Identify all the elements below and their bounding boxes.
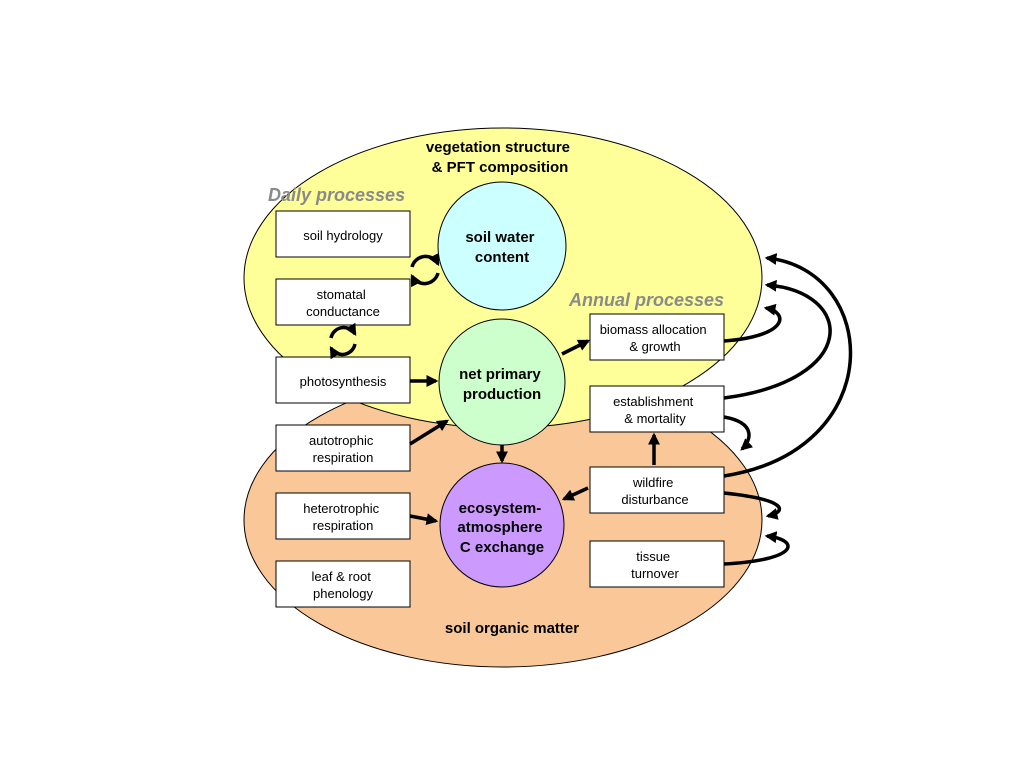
label-line: biomass allocation bbox=[600, 322, 707, 337]
net-primary-production-label: net primary production bbox=[459, 366, 545, 403]
label-line: autotrophic bbox=[309, 433, 374, 448]
box-label: photosynthesis bbox=[300, 374, 387, 389]
stomatal-photosynthesis-coupling-cycle-icon bbox=[329, 322, 357, 360]
box-label: stomatal conductance bbox=[306, 287, 380, 319]
label-line: wildfire bbox=[632, 475, 673, 490]
biomass-allocation-growth-box: biomass allocation & growth bbox=[589, 313, 725, 361]
wildfire-to-vegetation-feedback-arrow bbox=[723, 253, 853, 478]
box-label: biomass allocation & growth bbox=[600, 322, 711, 354]
label-line: phenology bbox=[313, 586, 373, 601]
label-line: & growth bbox=[629, 339, 680, 354]
label-line: heterotrophic bbox=[303, 501, 379, 516]
heterotrophic-respiration-to-exchange-arrow bbox=[409, 513, 439, 526]
soil-region-label: soil organic matter bbox=[445, 620, 579, 637]
label-line: production bbox=[463, 386, 541, 403]
box-label: soil hydrology bbox=[303, 228, 383, 243]
box-label: leaf & root phenology bbox=[312, 569, 375, 601]
label-line: C exchange bbox=[460, 539, 544, 556]
label-line: leaf & root bbox=[312, 569, 372, 584]
label-line: disturbance bbox=[621, 492, 688, 507]
tissue-turnover-box: tissue turnover bbox=[589, 540, 725, 588]
label-line: tissue bbox=[636, 549, 670, 564]
vegetation-label-line: vegetation structure bbox=[426, 139, 570, 156]
label-line: atmosphere bbox=[457, 519, 542, 536]
leaf-root-phenology-box: leaf & root phenology bbox=[275, 560, 411, 608]
label-line: ecosystem- bbox=[459, 500, 542, 517]
label-line: content bbox=[475, 249, 529, 266]
vegetation-region-label: vegetation structure & PFT composition bbox=[426, 139, 574, 176]
box-label: wildfire disturbance bbox=[621, 475, 688, 507]
establishment-to-vegetation-feedback-arrow bbox=[723, 279, 832, 400]
label-line: soil water bbox=[465, 229, 534, 246]
tissue-turnover-to-soil-feedback-arrow bbox=[723, 531, 790, 566]
wildfire-to-soil-feedback-arrow bbox=[723, 491, 782, 520]
annual-processes-heading: Annual processes bbox=[568, 290, 724, 310]
label-line: establishment bbox=[613, 394, 694, 409]
wildfire-disturbance-box: wildfire disturbance bbox=[589, 466, 725, 514]
box-label: tissue turnover bbox=[631, 549, 679, 581]
label-line: net primary bbox=[459, 366, 541, 383]
photosynthesis-box: photosynthesis bbox=[275, 356, 411, 404]
heterotrophic-respiration-box: heterotrophic respiration bbox=[275, 492, 411, 540]
establishment-mortality-box: establishment & mortality bbox=[589, 385, 725, 433]
soil-water-content-label: soil water content bbox=[465, 229, 538, 266]
npp-to-biomass-allocation-arrow bbox=[561, 339, 591, 356]
label-line: turnover bbox=[631, 566, 679, 581]
box-label: autotrophic respiration bbox=[309, 433, 377, 465]
ecosystem-atmosphere-exchange-label: ecosystem- atmosphere C exchange bbox=[457, 500, 546, 556]
box-label: heterotrophic respiration bbox=[303, 501, 383, 533]
box-label: establishment & mortality bbox=[613, 394, 697, 426]
soil-hydrology-coupling-cycle-icon bbox=[410, 252, 440, 288]
label-line: respiration bbox=[313, 450, 374, 465]
establishment-to-soil-feedback-arrow bbox=[723, 415, 754, 451]
soil-water-content-node bbox=[437, 181, 567, 311]
daily-processes-heading: Daily processes bbox=[268, 185, 405, 205]
wildfire-to-exchange-arrow bbox=[561, 486, 589, 501]
autotrophic-respiration-to-npp-arrow bbox=[409, 419, 450, 446]
label-line: respiration bbox=[313, 518, 374, 533]
vegetation-label-line: & PFT composition bbox=[432, 159, 569, 176]
label-line: conductance bbox=[306, 304, 380, 319]
autotrophic-respiration-box: autotrophic respiration bbox=[275, 424, 411, 472]
soil-hydrology-box: soil hydrology bbox=[275, 210, 411, 258]
biomass-to-vegetation-feedback-arrow bbox=[723, 303, 782, 343]
stomatal-conductance-box: stomatal conductance bbox=[275, 278, 411, 326]
label-line: stomatal bbox=[317, 287, 366, 302]
label-line: & mortality bbox=[624, 411, 686, 426]
